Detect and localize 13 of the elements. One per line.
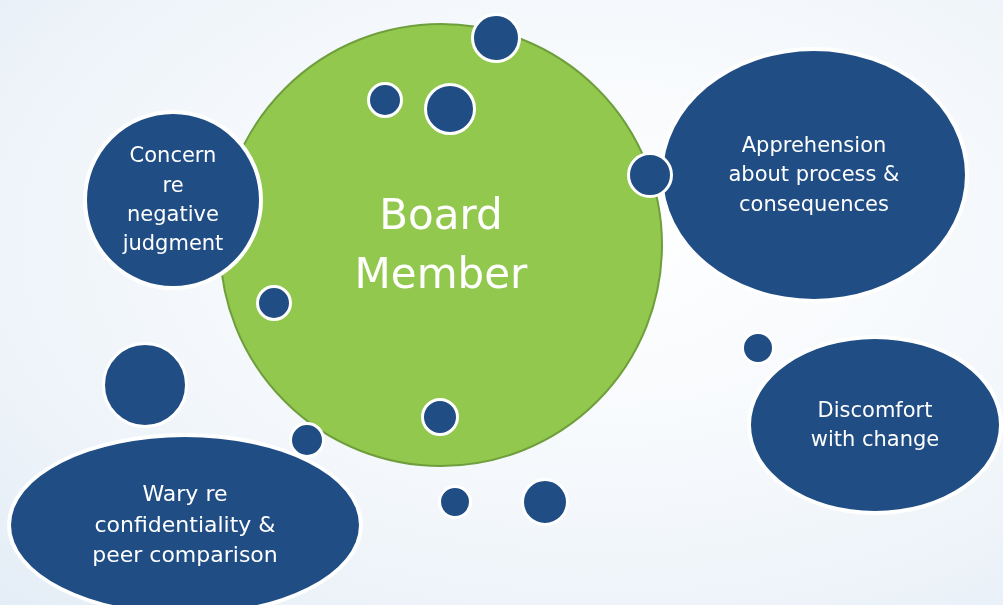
small-circle — [471, 13, 521, 63]
small-circle — [521, 478, 569, 526]
title-text: Board Member — [353, 189, 529, 300]
small-circle — [367, 82, 403, 118]
small-circle — [424, 83, 476, 135]
small-circle — [421, 398, 459, 436]
bubble-text: Wary re confidentiality & peer comparison — [91, 479, 279, 570]
bubble-text: Apprehension about process & consequences — [727, 131, 901, 218]
small-circle — [741, 331, 775, 365]
small-circle — [256, 285, 292, 321]
bubble-text: Concern re negative judgment — [121, 142, 225, 258]
small-circle — [438, 485, 472, 519]
bubble-text: Discomfort with change — [809, 396, 941, 453]
